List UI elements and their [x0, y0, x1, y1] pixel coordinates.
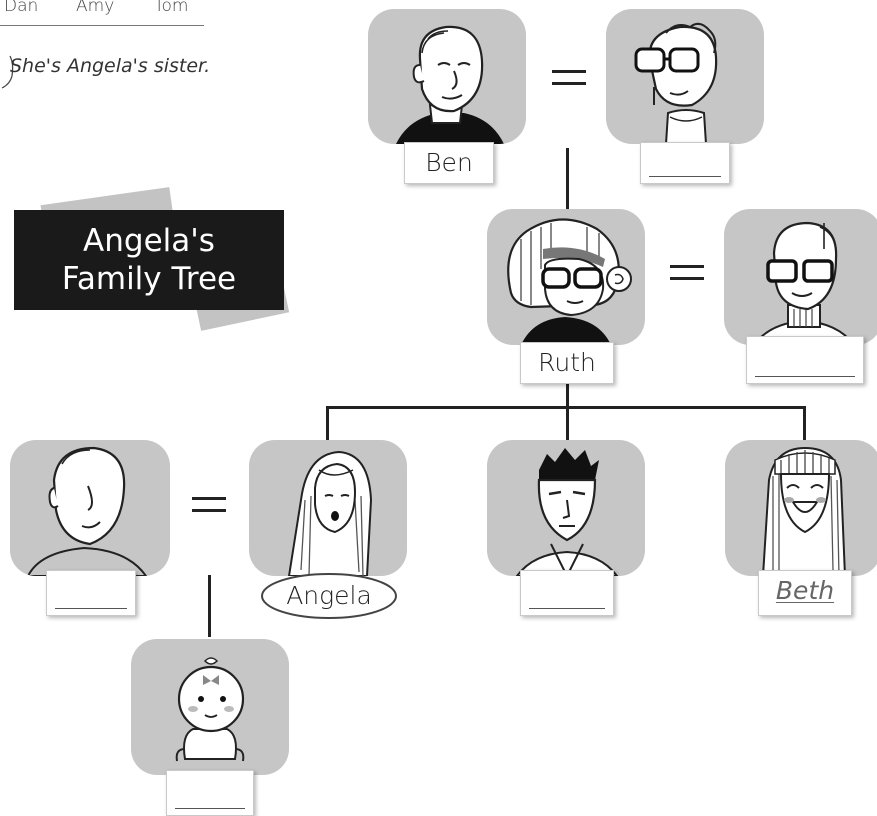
name-box-ben: Ben — [404, 142, 494, 184]
title-card: Angela's Family Tree — [14, 210, 284, 310]
connector-drop-beth — [803, 406, 806, 442]
name-box-ruths-husband[interactable] — [746, 336, 864, 384]
equals-sign-angela-couple — [192, 497, 226, 512]
portrait-beth — [725, 440, 877, 576]
name-box-ruth: Ruth — [520, 342, 614, 384]
name-box-baby[interactable] — [166, 770, 254, 816]
portrait-ben — [368, 9, 526, 144]
brother-portrait-icon — [515, 448, 619, 576]
word-amy: Amy — [76, 0, 115, 16]
answer-blank-line — [755, 376, 855, 377]
name-box-beth: Beth — [758, 570, 852, 616]
connector-drop-angela — [326, 406, 329, 442]
word-dan: Dan — [4, 0, 39, 16]
answer-blank-line — [175, 808, 245, 809]
answer-blank-line — [529, 608, 605, 609]
mother-portrait-icon — [507, 218, 632, 345]
answer-blank-line — [55, 608, 127, 609]
word-bank-rule — [0, 25, 204, 26]
title-line-2: Family Tree — [61, 261, 237, 297]
angela-highlight-ellipse — [261, 573, 397, 619]
name-box-angelas-husband[interactable] — [46, 570, 136, 616]
father-portrait-icon — [752, 221, 856, 345]
connector-ben-ruth — [566, 148, 569, 210]
pointer-curve — [1, 55, 14, 89]
name-beth: Beth — [775, 576, 835, 605]
portrait-angela — [249, 440, 407, 576]
grandmother-portrait-icon — [634, 22, 718, 144]
example-note: She's Angela's sister. — [10, 55, 211, 77]
name-box-brother[interactable] — [520, 570, 614, 616]
husband-portrait-icon — [26, 446, 148, 576]
answer-blank-line — [649, 176, 721, 177]
portrait-grandmother — [606, 9, 764, 144]
name-box-grandmother[interactable] — [640, 142, 730, 184]
connector-couple-baby — [208, 575, 211, 637]
connector-ruth-children-down — [566, 380, 569, 408]
name-ruth: Ruth — [538, 348, 596, 377]
portrait-baby — [131, 639, 289, 775]
portrait-angelas-husband — [10, 440, 170, 576]
equals-sign-parents — [670, 265, 704, 280]
portrait-ruth — [487, 209, 645, 345]
name-angela: Angela — [286, 581, 372, 610]
grandfather-portrait-icon — [396, 25, 504, 144]
equals-sign-grandparents — [552, 70, 586, 85]
baby-portrait-icon — [175, 657, 245, 762]
word-bank: Dan Amy Tom — [4, 0, 204, 22]
portrait-brother — [487, 440, 645, 576]
beth-portrait-icon — [761, 446, 847, 576]
title-line-1: Angela's — [83, 223, 215, 259]
connector-drop-brother — [566, 406, 569, 442]
name-ben: Ben — [425, 148, 473, 177]
portrait-ruths-husband — [724, 209, 877, 345]
word-tom: Tom — [154, 0, 189, 16]
angela-portrait-icon — [287, 450, 373, 576]
name-box-angela: Angela — [266, 575, 392, 617]
